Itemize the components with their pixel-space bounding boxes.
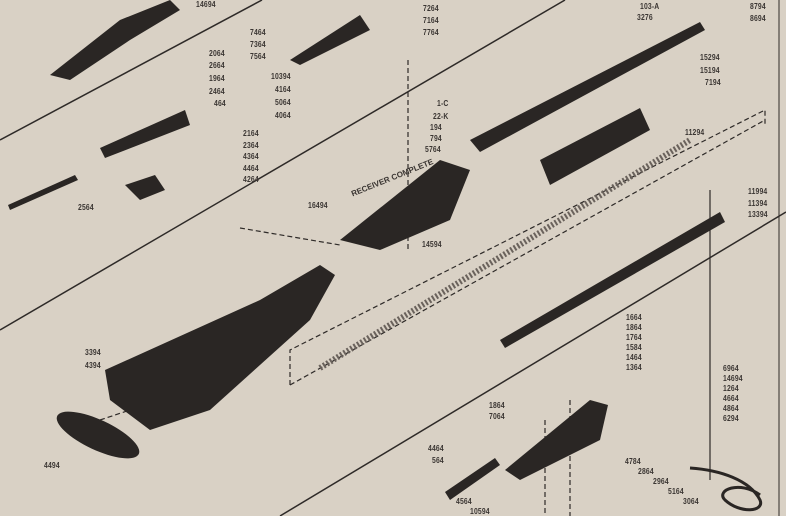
part-label: 4264 [243,175,259,184]
part-label: 15294 [700,53,720,62]
part-label: 3276 [637,13,653,22]
part-label: 2164 [243,129,259,138]
forend [540,108,650,185]
part-label: 7464 [250,28,266,37]
part-label: 1364 [626,363,642,372]
part-label: 103-A [640,2,660,11]
part-label: 7764 [423,28,439,37]
part-label: 3394 [85,348,101,357]
part-label: 6294 [723,414,739,423]
part-label: 4664 [723,394,739,403]
part-label: 5164 [668,487,684,496]
part-label: 794 [430,134,442,143]
bolt [100,110,190,158]
part-label: 2364 [243,141,259,150]
part-label: 1964 [209,74,225,83]
part-label: 10394 [271,72,291,81]
part-label: 7564 [250,52,266,61]
magazine-tube [500,212,725,348]
part-label: 8694 [750,14,766,23]
part-label: 1464 [626,353,642,362]
part-label: 1864 [489,401,505,410]
part-label: 16494 [308,201,328,210]
part-label: 15194 [700,66,720,75]
part-label: 2064 [209,49,225,58]
part-label: 14694 [723,374,743,383]
part-label: 4394 [85,361,101,370]
receiver-top-left [50,0,180,80]
part-label: 4784 [625,457,641,466]
part-label: 14694 [196,0,216,9]
part-label: 4864 [723,404,739,413]
lower-receiver [505,400,608,480]
part-label: 1664 [626,313,642,322]
part-label: 194 [430,123,442,132]
part-label: 2864 [638,467,654,476]
part-label: 4464 [243,164,259,173]
magazine-tube-small [8,175,78,210]
part-label: 464 [214,99,226,108]
part-label: 5064 [275,98,291,107]
hammer [125,175,165,200]
part-label: 2964 [653,477,669,486]
part-label: 4064 [275,111,291,120]
part-label: 7164 [423,16,439,25]
parts-shapes [8,0,725,500]
part-label: 7364 [250,40,266,49]
part-label: 7194 [705,78,721,87]
part-label: 7064 [489,412,505,421]
part-label: 8794 [750,2,766,11]
part-label: 2564 [78,203,94,212]
part-label: 22-K [433,112,449,121]
part-label: 2664 [209,61,225,70]
buttstock [105,265,335,430]
part-label: 6964 [723,364,739,373]
part-label: 4564 [456,497,472,506]
loading-gate [445,458,500,500]
part-label: 1584 [626,343,642,352]
part-label: 4164 [275,85,291,94]
lever-assembly [290,15,370,65]
part-label: 4494 [44,461,60,470]
part-label: 1-C [437,99,449,108]
part-label: 4364 [243,152,259,161]
buttplate [56,411,140,459]
part-label: 1864 [626,323,642,332]
part-label: 1264 [723,384,739,393]
part-label: 11994 [748,187,768,196]
part-label: 10594 [470,507,490,516]
part-label: 564 [432,456,444,465]
barrel [470,22,705,152]
part-label: 2464 [209,87,225,96]
part-label: 11294 [685,128,705,137]
spring-and-lever [318,137,763,512]
part-label: 3064 [683,497,699,506]
part-label: 4464 [428,444,444,453]
part-label: 11394 [748,199,768,208]
part-label: 5764 [425,145,441,154]
part-label: 14594 [422,240,442,249]
part-label: 1764 [626,333,642,342]
part-label: 13394 [748,210,768,219]
part-label: 7264 [423,4,439,13]
receiver [340,160,470,250]
